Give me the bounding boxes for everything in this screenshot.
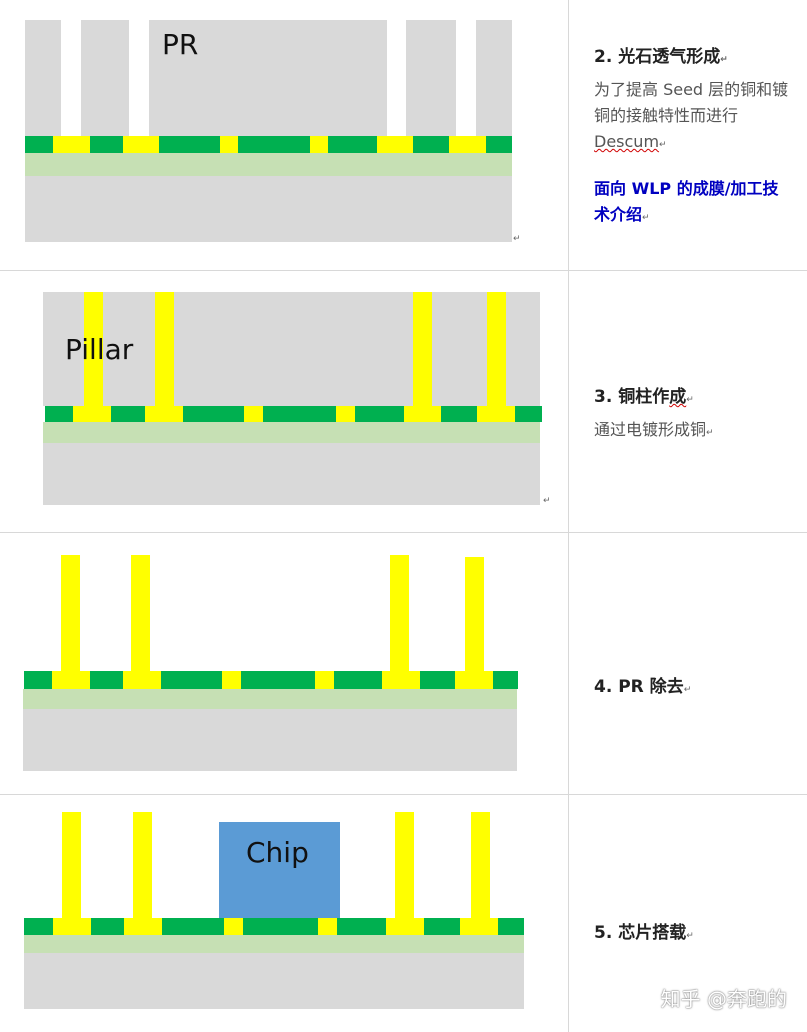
pad <box>318 918 337 935</box>
step-5-title: 5. 芯片搭载↵ <box>594 923 694 943</box>
step-2-text: 2. 光石透气形成↵ 为了提高 Seed 层的铜和镀铜的接触特性而进行 Desc… <box>594 42 794 231</box>
pad <box>386 918 424 935</box>
pad <box>124 918 162 935</box>
pad <box>222 671 241 689</box>
seed-layer <box>43 422 540 443</box>
substrate <box>43 443 540 505</box>
photoresist <box>476 20 512 136</box>
photoresist <box>149 20 387 136</box>
step-2-desc: 为了提高 Seed 层的铜和镀铜的接触特性而进行 Descum↵ <box>594 80 789 151</box>
step-2-title: 2. 光石透气形成↵ <box>594 47 728 67</box>
substrate <box>24 953 524 1009</box>
pad <box>123 136 159 153</box>
copper-pillar <box>133 812 152 918</box>
pad <box>224 918 243 935</box>
pad-layer <box>25 136 512 153</box>
pad <box>53 136 90 153</box>
pad <box>73 406 111 422</box>
copper-pillar <box>62 812 81 918</box>
chip <box>219 822 340 918</box>
pad-layer <box>24 918 524 935</box>
photoresist <box>25 20 61 136</box>
copper-pillar <box>413 292 432 406</box>
diagram-label-pr: PR <box>162 28 199 61</box>
column-divider <box>568 0 569 1032</box>
wlp-link[interactable]: 面向 WLP 的成膜/加工技术介绍↵ <box>594 179 779 224</box>
photoresist <box>406 20 456 136</box>
pad <box>455 671 493 689</box>
pad <box>460 918 498 935</box>
pad <box>244 406 263 422</box>
copper-pillar <box>487 292 506 406</box>
pad <box>53 918 91 935</box>
copper-pillar <box>131 555 150 671</box>
pad <box>145 406 183 422</box>
copper-pillar <box>471 812 490 918</box>
seed-layer <box>24 935 524 953</box>
pad <box>382 671 420 689</box>
return-mark: ↵ <box>543 496 551 506</box>
pad <box>404 406 441 422</box>
pad <box>336 406 355 422</box>
pad <box>377 136 413 153</box>
step-row-5: Chip 5. 芯片搭载↵ <box>0 794 807 1030</box>
pad <box>220 136 238 153</box>
step-3-text: 3. 铜柱作成↵ 通过电镀形成铜↵ <box>594 382 794 446</box>
step-row-2: PR ↵ 2. 光石透气形成↵ 为了提高 Seed 层的铜和镀铜的接触特性而进行… <box>0 0 807 271</box>
pad <box>477 406 515 422</box>
pad <box>315 671 334 689</box>
copper-pillar <box>84 292 103 406</box>
step-3-title: 3. 铜柱作成↵ <box>594 387 694 407</box>
step-3-desc: 通过电镀形成铜↵ <box>594 420 714 439</box>
substrate <box>25 176 512 242</box>
pad <box>123 671 161 689</box>
step-4-text: 4. PR 除去↵ <box>594 672 794 697</box>
copper-pillar <box>395 812 414 918</box>
watermark: 知乎 @奔跑的 <box>660 987 787 1011</box>
pad <box>449 136 486 153</box>
diagram-label-chip: Chip <box>246 836 309 869</box>
copper-pillar <box>61 555 80 671</box>
pad-layer <box>45 406 542 422</box>
step-row-4: 4. PR 除去↵ <box>0 532 807 795</box>
copper-pillar <box>155 292 174 406</box>
return-mark: ↵ <box>513 234 521 244</box>
seed-layer <box>25 153 512 176</box>
seed-layer <box>23 689 517 709</box>
step-4-title: 4. PR 除去↵ <box>594 677 692 697</box>
copper-pillar <box>390 555 409 671</box>
step-5-text: 5. 芯片搭载↵ <box>594 918 794 943</box>
copper-pillar <box>465 557 484 671</box>
pad <box>52 671 90 689</box>
diagram-label-pillar: Pillar <box>65 333 134 366</box>
step-row-3: Pillar ↵ 3. 铜柱作成↵ 通过电镀形成铜↵ <box>0 270 807 533</box>
photoresist <box>81 20 129 136</box>
substrate <box>23 709 517 771</box>
pad-layer <box>24 671 518 689</box>
photoresist <box>43 292 540 406</box>
pad <box>310 136 328 153</box>
